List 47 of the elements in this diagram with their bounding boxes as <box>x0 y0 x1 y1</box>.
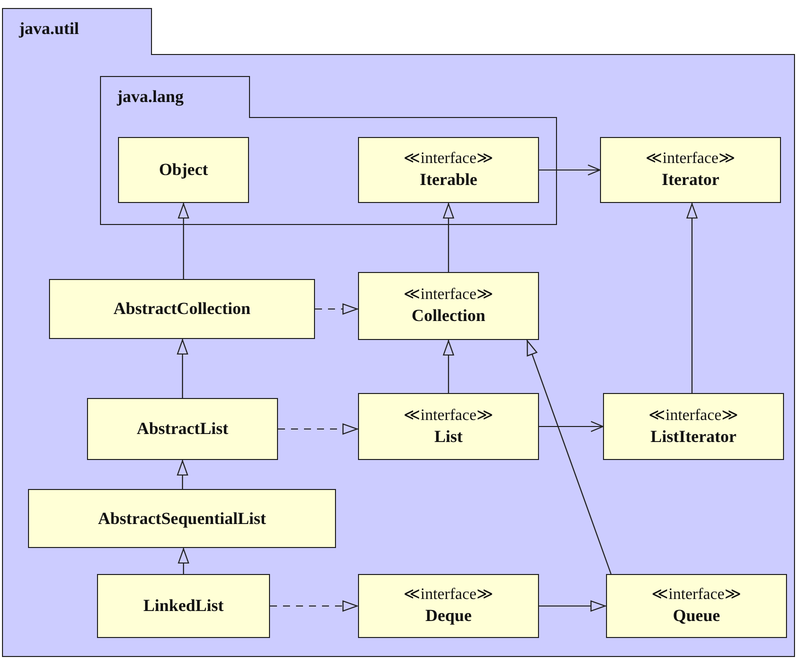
class-name: Iterator <box>662 169 720 191</box>
package-name: java.lang <box>100 76 250 118</box>
stereotype: ≪interface≫ <box>646 149 736 170</box>
class-box <box>606 574 787 638</box>
stereotype: ≪interface≫ <box>404 285 494 306</box>
class-name: Deque <box>425 605 472 627</box>
class-box <box>358 272 539 340</box>
class-name: Iterable <box>420 169 478 191</box>
class-name: Queue <box>672 605 720 627</box>
stereotype: ≪interface≫ <box>404 585 494 606</box>
inheritance-arrow <box>539 600 606 612</box>
class-name: AbstractList <box>136 418 228 440</box>
class-name: Collection <box>412 305 486 327</box>
class-box <box>358 393 539 460</box>
inheritance-arrow <box>442 203 454 272</box>
class-name: LinkedList <box>143 595 224 617</box>
class-box <box>600 137 781 203</box>
inheritance-arrow <box>178 203 190 279</box>
stereotype: ≪interface≫ <box>648 406 738 426</box>
inheritance-arrow <box>686 203 698 393</box>
class-box <box>97 574 270 638</box>
class-box <box>118 137 249 203</box>
association-arrow <box>539 420 604 432</box>
class-box <box>358 137 539 203</box>
class-name: List <box>434 426 463 448</box>
stereotype: ≪interface≫ <box>404 406 494 426</box>
class-name: Object <box>158 159 208 181</box>
class-box <box>28 489 336 548</box>
realization-arrow <box>315 303 358 315</box>
realization-arrow <box>278 423 358 435</box>
realization-arrow <box>270 600 358 612</box>
association-arrow <box>539 164 601 176</box>
package-name: java.util <box>2 8 152 55</box>
class-box <box>603 393 784 460</box>
class-box <box>358 574 539 638</box>
inheritance-arrow <box>442 340 454 393</box>
class-box <box>49 279 315 339</box>
class-name: ListIterator <box>650 426 736 448</box>
inheritance-arrow <box>526 340 612 574</box>
class-name: AbstractCollection <box>114 298 250 320</box>
inheritance-arrow <box>178 548 190 574</box>
stereotype: ≪interface≫ <box>652 585 742 606</box>
inheritance-arrow <box>176 339 188 398</box>
stereotype: ≪interface≫ <box>404 149 494 170</box>
class-name: AbstractSequentialList <box>98 508 266 530</box>
class-box <box>87 398 278 460</box>
inheritance-arrow <box>176 460 188 489</box>
